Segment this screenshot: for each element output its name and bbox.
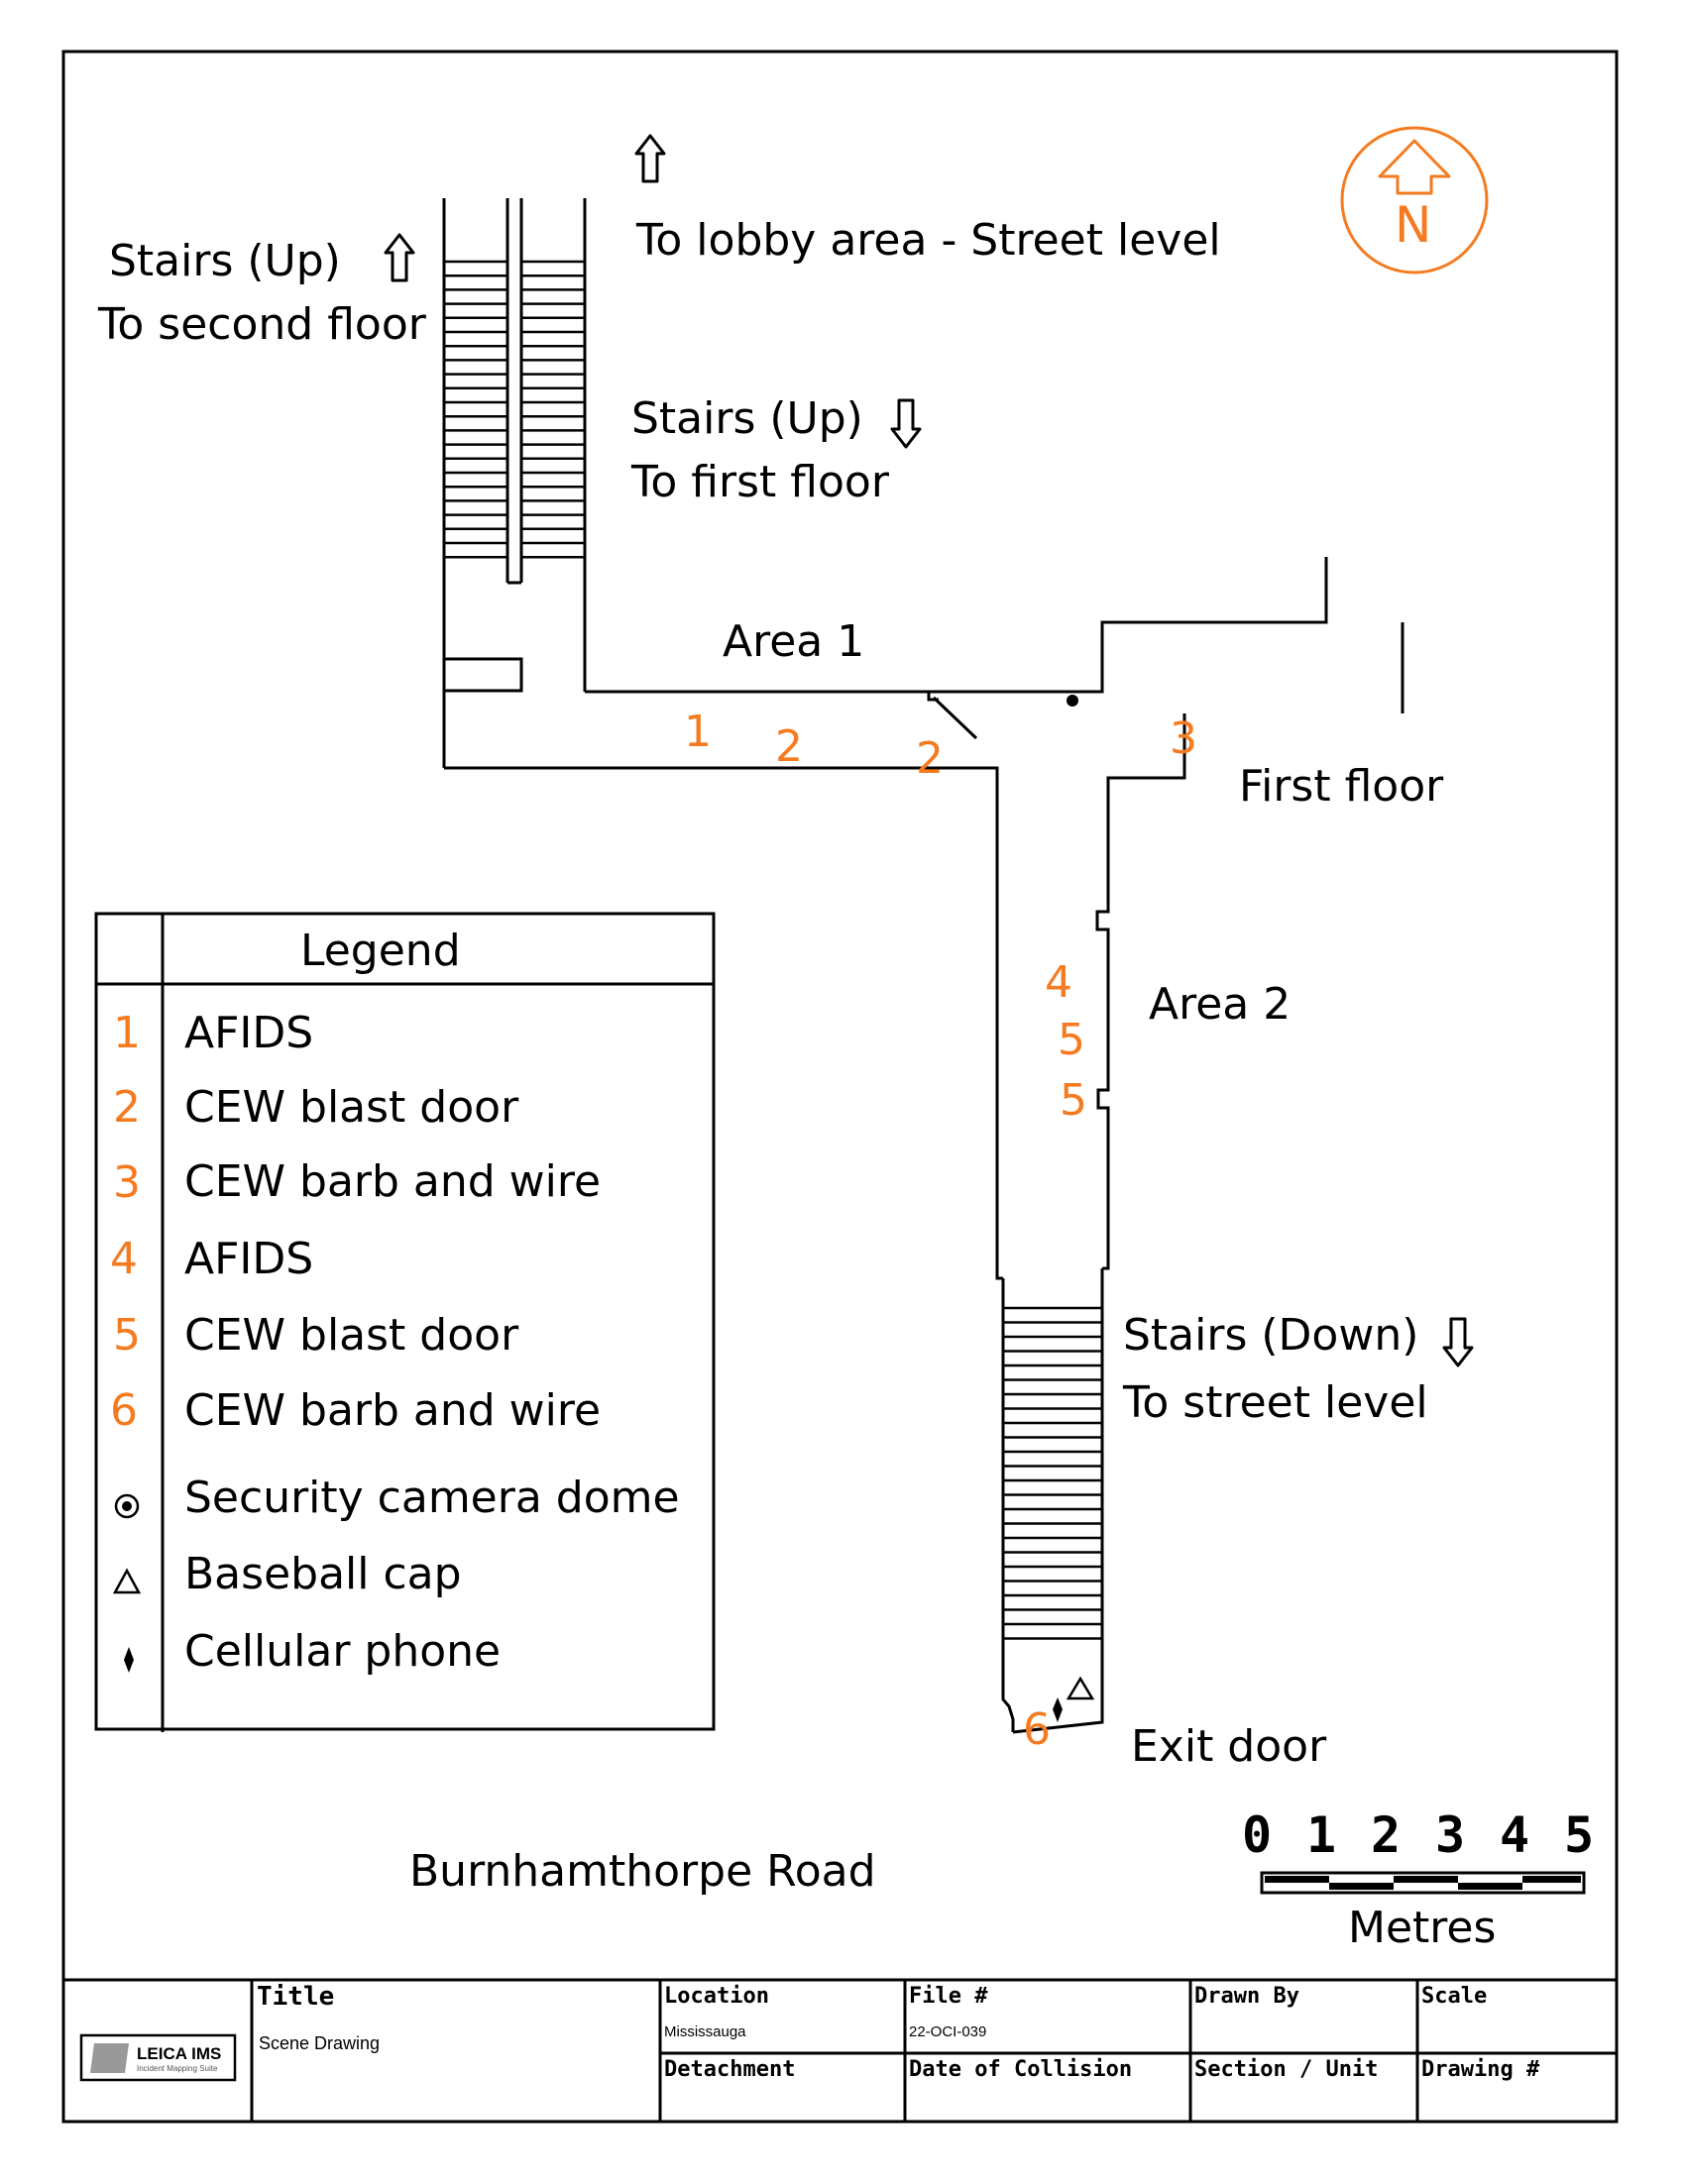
first-floor-label: First floor (1239, 761, 1444, 812)
to-second-floor-label: To second floor (98, 299, 426, 350)
baseball-cap-marker (1066, 1676, 1095, 1700)
down-arrow-icon (890, 398, 922, 449)
logo-subtitle: Incident Mapping Suite (137, 2064, 218, 2073)
leica-logo (79, 2033, 237, 2082)
date-of-collision-header: Date of Collision (909, 2057, 1133, 2082)
legend-label: Baseball cap (184, 1549, 462, 1599)
legend-key: 3 (113, 1157, 141, 1208)
title-header: Title (257, 1982, 335, 2012)
evidence-marker: 2 (775, 721, 803, 772)
left-stairwell (442, 198, 587, 768)
location-value: Mississauga (664, 2023, 746, 2040)
legend-label: CEW barb and wire (184, 1385, 602, 1436)
legend-key: 4 (110, 1234, 138, 1284)
legend-label: AFIDS (184, 1234, 314, 1284)
diamond-icon (124, 1647, 134, 1673)
stairs-up-mid-label: Stairs (Up) (631, 393, 863, 444)
scale-header: Scale (1421, 1984, 1488, 2009)
legend-label: Cellular phone (184, 1626, 502, 1677)
scale-number: 4 (1500, 1806, 1530, 1864)
evidence-marker: 5 (1060, 1075, 1087, 1126)
security-camera-icon (114, 1493, 140, 1519)
evidence-marker: 2 (916, 733, 944, 784)
up-arrow-icon (384, 233, 415, 282)
scale-number: 5 (1564, 1806, 1595, 1864)
drawn-by-header: Drawn By (1194, 1984, 1299, 2009)
scale-unit: Metres (1348, 1903, 1497, 1953)
area-1-label: Area 1 (723, 616, 865, 667)
legend-key: 2 (113, 1082, 141, 1133)
evidence-marker: 1 (684, 707, 712, 757)
triangle-icon (112, 1568, 142, 1594)
area-2-label: Area 2 (1149, 979, 1292, 1030)
to-lobby-label: To lobby area - Street level (636, 215, 1221, 266)
scale-number: 1 (1306, 1806, 1337, 1864)
lower-stairwell-treads (1003, 1306, 1102, 1640)
section-unit-header: Section / Unit (1194, 2057, 1379, 2082)
road-label: Burnhamthorpe Road (409, 1846, 876, 1897)
legend-key: 1 (113, 1008, 141, 1058)
file-header: File # (909, 1984, 988, 2009)
page-border (61, 50, 1619, 2124)
file-value: 22-OCI-039 (909, 2023, 987, 2040)
exit-door-label: Exit door (1131, 1721, 1327, 1772)
to-first-floor-label: To first floor (631, 457, 889, 507)
scale-number: 0 (1242, 1806, 1273, 1864)
title-value: Scene Drawing (259, 2033, 381, 2053)
scale-number: 3 (1435, 1806, 1466, 1864)
stairs-down-label: Stairs (Down) (1123, 1310, 1419, 1361)
evidence-marker: 3 (1170, 713, 1197, 764)
scale-bar (1260, 1871, 1586, 1895)
legend-label: CEW blast door (184, 1082, 519, 1133)
location-header: Location (664, 1984, 769, 2009)
logo-text: LEICA IMS (137, 2044, 222, 2063)
evidence-marker: 4 (1045, 957, 1072, 1008)
cellular-phone-marker (1053, 1697, 1063, 1722)
detachment-header: Detachment (664, 2057, 796, 2082)
legend-label: AFIDS (184, 1008, 314, 1058)
down-arrow-icon (1442, 1317, 1474, 1367)
evidence-marker: 6 (1023, 1704, 1051, 1755)
security-camera-marker (1067, 695, 1078, 707)
legend-key: 5 (113, 1310, 141, 1361)
north-letter: N (1395, 196, 1432, 254)
scale-number: 2 (1371, 1806, 1402, 1864)
legend-title: Legend (300, 926, 461, 976)
door-swing (927, 692, 978, 740)
corridor-walls (444, 557, 1404, 1734)
evidence-marker: 5 (1058, 1015, 1085, 1065)
north-arrow-icon (1340, 126, 1489, 274)
legend-key: 6 (110, 1385, 138, 1436)
drawing-number-header: Drawing # (1421, 2057, 1540, 2082)
title-block-grid (63, 1978, 1617, 2122)
legend-label: CEW barb and wire (184, 1156, 602, 1207)
legend-label: Security camera dome (184, 1473, 680, 1523)
stairs-up-left-label: Stairs (Up) (109, 236, 341, 286)
legend-label: CEW blast door (184, 1310, 519, 1361)
to-street-level-label: To street level (1123, 1377, 1428, 1428)
up-arrow-icon (634, 134, 666, 183)
legend-box (94, 912, 716, 1732)
